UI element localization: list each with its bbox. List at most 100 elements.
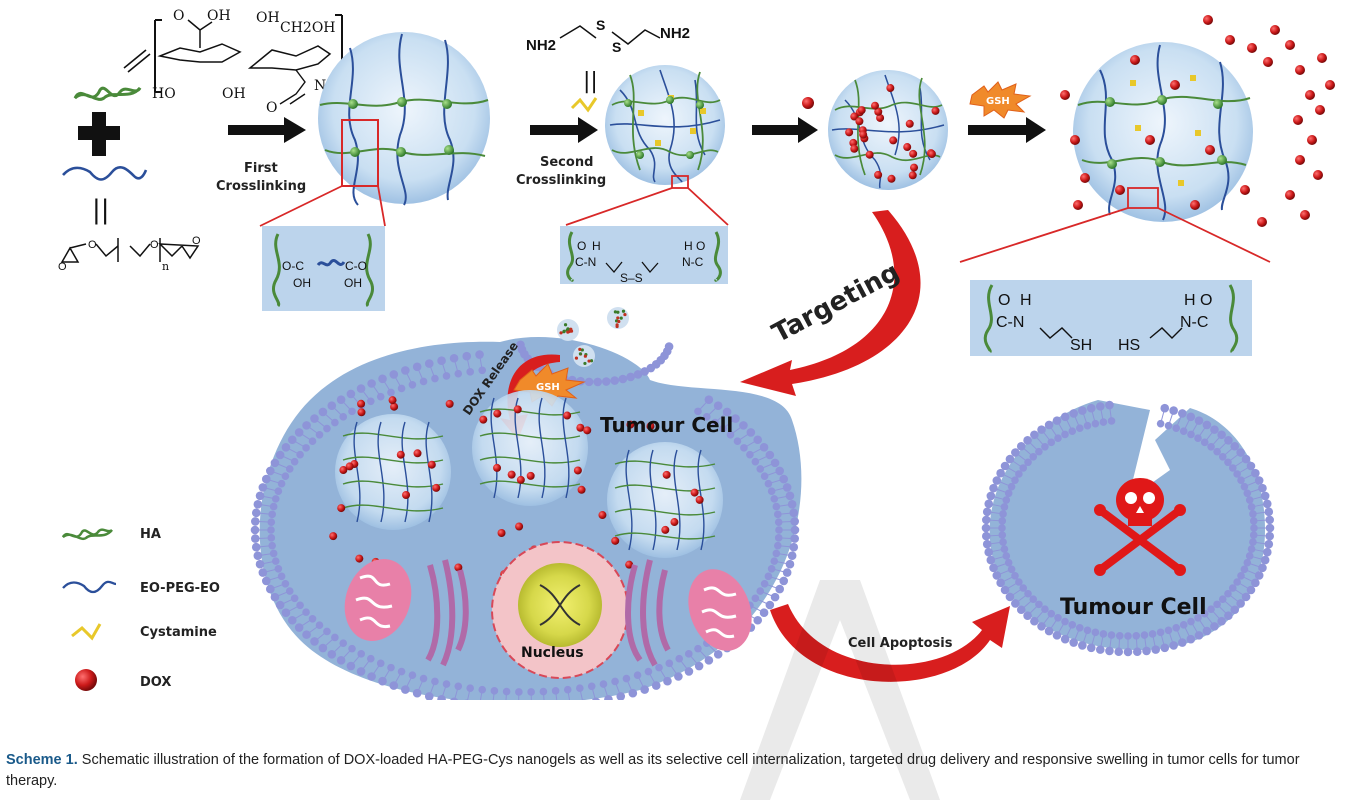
lipid-head	[1114, 647, 1124, 657]
tiny-dox	[578, 352, 583, 356]
lipid-head	[1041, 443, 1049, 451]
lipid-head	[1245, 496, 1254, 504]
lipid-head	[1047, 438, 1056, 447]
lipid-head	[401, 366, 410, 375]
lipid-head	[1233, 578, 1241, 586]
zoom-lines-inset-1	[259, 185, 386, 227]
lipid-head	[1179, 427, 1188, 435]
lipid-head	[1030, 616, 1039, 626]
lipid-head	[269, 502, 278, 511]
lipid-head	[1132, 631, 1141, 640]
lipid-head	[587, 682, 596, 691]
lipid-head	[1160, 643, 1170, 653]
lipid-head	[599, 680, 608, 688]
lipid-head	[551, 687, 560, 695]
lipid-head	[1265, 515, 1274, 525]
lipid-head	[694, 661, 704, 671]
lipid-head	[397, 667, 406, 676]
lipid-head	[981, 523, 991, 533]
cystamine-icon	[570, 97, 598, 113]
arrow-second-crosslinking	[530, 117, 598, 143]
lipid-head	[424, 359, 434, 368]
lipid-head	[378, 374, 387, 384]
svg-text:O: O	[58, 261, 67, 273]
lipid-head	[1023, 436, 1032, 445]
lipid-head	[1011, 599, 1020, 608]
inset2-h-right: H	[684, 239, 693, 253]
lipid-head	[1247, 545, 1256, 553]
lipid-head	[466, 368, 474, 376]
lipid-head	[739, 421, 748, 430]
lipid-head	[753, 435, 763, 445]
lipid-head	[789, 542, 799, 552]
dox-molecule	[1315, 105, 1325, 115]
lipid-head	[982, 531, 991, 541]
lipid-head	[765, 450, 775, 460]
lipid-head	[302, 608, 310, 616]
inset1-right-oh: OH	[344, 276, 362, 290]
lipid-head	[640, 367, 650, 376]
inset3-o-left: O	[998, 292, 1010, 309]
lipid-head	[1241, 454, 1251, 464]
lipid-head	[1099, 630, 1108, 638]
peg-strand	[377, 421, 385, 523]
lipid-head	[274, 487, 283, 496]
lipid-head	[751, 457, 760, 466]
zoom-lines-inset-2	[565, 187, 729, 226]
lipid-head	[989, 563, 998, 573]
lipid-head	[1105, 400, 1114, 410]
lipid-head	[1243, 558, 1252, 567]
lipid-head	[378, 676, 387, 686]
lipid-head	[258, 483, 268, 492]
lipid-head	[740, 444, 748, 452]
lipid-head	[1164, 626, 1173, 635]
tiny-dox	[574, 356, 579, 360]
lipid-head	[992, 476, 1002, 485]
lipid-head	[982, 515, 991, 525]
lipid-head	[1060, 634, 1070, 644]
lipid-head	[593, 377, 603, 387]
dox-molecule	[908, 171, 917, 180]
lipid-head	[408, 671, 417, 680]
lipid-head	[336, 656, 346, 665]
lipid-head	[431, 374, 439, 383]
tiny-dox	[562, 329, 566, 333]
lipid-head	[1047, 609, 1056, 618]
dox-molecule	[583, 426, 592, 435]
lipid-head	[1243, 489, 1252, 498]
inset1-left-oh: OH	[293, 276, 311, 290]
lipid-head	[1202, 420, 1212, 430]
inset1-right-group: C-O	[345, 259, 367, 273]
dox-molecule	[357, 408, 366, 417]
dox-molecule	[390, 402, 399, 411]
lipid-head	[294, 623, 304, 632]
lipid-head	[296, 601, 304, 610]
lipid-head	[466, 684, 474, 692]
lipid-head	[1115, 631, 1124, 640]
lipid-head	[1230, 441, 1240, 451]
lipid-head	[1156, 419, 1165, 428]
dox-molecule	[577, 485, 586, 494]
lipid-head	[424, 692, 434, 701]
legend: HA EO-PEG-EO Cystamine DOX	[61, 527, 220, 691]
lipid-head	[462, 351, 472, 361]
lipid-head	[628, 688, 638, 698]
dox-molecule	[1247, 43, 1257, 53]
lipid-head	[1061, 617, 1069, 626]
lipid-head	[1230, 605, 1240, 615]
lipid-head	[1004, 558, 1013, 567]
dox-molecule	[927, 150, 936, 159]
lipid-head	[366, 397, 375, 406]
lipid-head	[996, 578, 1005, 588]
lipid-head	[1254, 571, 1264, 580]
legend-item-cystamine: Cystamine	[71, 623, 217, 641]
lipid-head	[281, 472, 290, 481]
lipid-head	[1251, 468, 1260, 478]
lipid-head	[774, 534, 783, 542]
lipid-head	[790, 517, 799, 526]
lipid-head	[1240, 565, 1249, 574]
lipid-head	[1030, 430, 1039, 440]
equals-sign-peg: ||	[92, 195, 110, 225]
lipid-head	[1194, 631, 1204, 640]
lipid-head	[346, 389, 356, 399]
